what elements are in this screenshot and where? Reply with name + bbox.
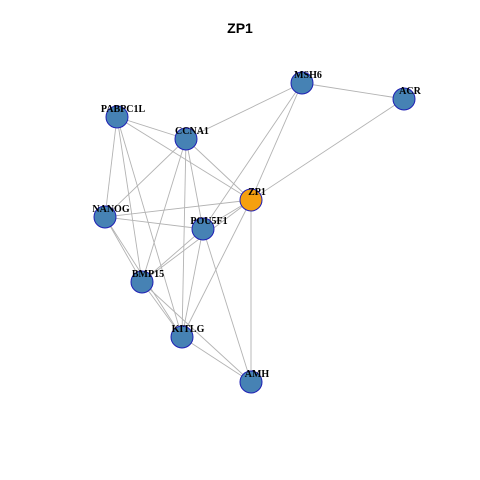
node-ccna1[interactable] <box>174 127 198 151</box>
node-bmp15[interactable] <box>130 270 154 294</box>
node-layer <box>93 71 416 394</box>
node-label-amh: AMH <box>245 369 270 380</box>
edge-pou5f1-bmp15 <box>141 228 204 283</box>
edge-pou5f1-amh <box>202 228 252 383</box>
node-label-kitlg: KITLG <box>172 324 205 335</box>
node-amh[interactable] <box>239 370 263 394</box>
edge-nanog-zp1 <box>104 199 252 218</box>
node-pou5f1[interactable] <box>191 217 215 241</box>
edge-ccna1-kitlg <box>181 138 187 338</box>
edge-pabpc1l-ccna1 <box>116 116 187 140</box>
figure-title: ZP1 <box>227 20 253 36</box>
edge-bmp15-amh <box>141 281 252 383</box>
node-label-bmp15: BMP15 <box>132 269 164 280</box>
node-label-pabpc1l: PABPC1L <box>101 104 146 115</box>
edge-ccna1-pou5f1 <box>185 138 204 230</box>
edge-msh6-acr <box>301 82 405 100</box>
edge-pou5f1-kitlg <box>181 228 204 338</box>
edge-layer <box>104 82 405 383</box>
edge-nanog-pou5f1 <box>104 216 204 230</box>
node-label-acr: ACR <box>399 86 421 97</box>
edge-ccna1-zp1 <box>185 138 252 201</box>
edge-msh6-zp1 <box>250 82 303 201</box>
edge-pabpc1l-nanog <box>104 116 118 218</box>
edge-msh6-pou5f1 <box>202 82 303 230</box>
node-label-msh6: MSH6 <box>294 70 322 81</box>
edge-ccna1-nanog <box>104 138 187 218</box>
node-nanog[interactable] <box>93 205 117 229</box>
node-label-pou5f1: POU5F1 <box>190 216 227 227</box>
edge-kitlg-amh <box>181 336 252 383</box>
node-pabpc1l[interactable] <box>105 105 129 129</box>
edge-acr-zp1 <box>250 98 405 201</box>
node-label-nanog: NANOG <box>92 204 129 215</box>
edge-pabpc1l-kitlg <box>116 116 183 338</box>
node-kitlg[interactable] <box>170 325 194 349</box>
edge-nanog-bmp15 <box>104 216 143 283</box>
node-label-zp1: ZP1 <box>248 187 266 198</box>
edge-pabpc1l-zp1 <box>116 116 252 201</box>
node-label-ccna1: CCNA1 <box>175 126 209 137</box>
node-zp1[interactable] <box>239 188 263 212</box>
node-acr[interactable] <box>392 87 416 111</box>
edge-msh6-ccna1 <box>185 82 303 140</box>
edge-pabpc1l-bmp15 <box>116 116 143 283</box>
edge-zp1-kitlg <box>181 199 252 338</box>
edge-zp1-bmp15 <box>141 199 252 283</box>
node-msh6[interactable] <box>290 71 314 95</box>
